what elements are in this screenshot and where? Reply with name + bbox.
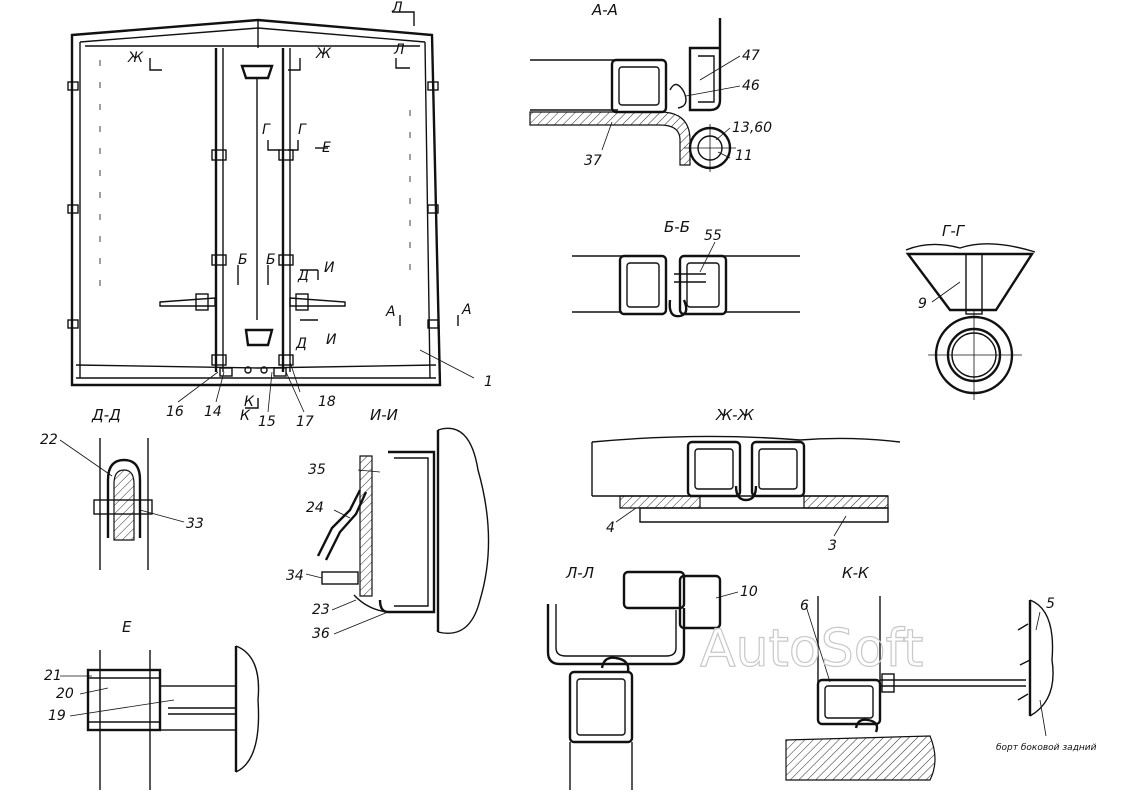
main-view-label: Б	[266, 252, 276, 268]
section-bb-title: Б-Б	[664, 218, 690, 236]
callout-22: 22	[40, 432, 58, 448]
section-ll-title: Л-Л	[565, 564, 594, 582]
main-view-label: А	[461, 302, 472, 318]
callout-23: 23	[312, 602, 330, 618]
callout-9: 9	[918, 296, 927, 312]
callout-6: 6	[800, 598, 809, 614]
callout-10: 10	[740, 584, 758, 600]
main-view-label: 16	[166, 404, 184, 420]
main-view-label: И	[324, 260, 335, 276]
section-bb: Б-Б 55	[572, 218, 800, 318]
section-kk: К-К 6 5 борт боковой задний	[785, 564, 1097, 781]
callout-11: 11	[735, 148, 753, 164]
main-view-label: 1	[484, 374, 493, 390]
callout-34: 34	[286, 568, 304, 584]
side-board-note: борт боковой задний	[996, 743, 1097, 753]
main-view-label: И	[326, 332, 337, 348]
main-view-label: 17	[296, 414, 314, 430]
watermark: AutoSoft	[700, 619, 923, 679]
main-view-label: К	[244, 394, 255, 410]
main-view-label: 18	[318, 394, 336, 410]
callout-33: 33	[186, 516, 204, 532]
callout-36: 36	[312, 626, 330, 642]
main-view-label: Г	[298, 122, 307, 138]
main-view-label: Д	[297, 268, 309, 284]
callout-20: 20	[56, 686, 74, 702]
callout-37: 37	[584, 153, 602, 169]
section-zhzh: Ж-Ж 4 3	[591, 406, 901, 554]
main-view-label: Ж	[315, 46, 332, 62]
callout-47: 47	[742, 48, 760, 64]
section-aa: А-А 47 46 13,60 11 37	[529, 1, 772, 172]
section-aa-title: А-А	[591, 1, 618, 19]
section-e-title: Е	[122, 618, 132, 636]
main-view-label: Л	[391, 0, 403, 16]
callout-19: 19	[48, 708, 66, 724]
main-view-label: Ж	[127, 50, 144, 66]
callout-24: 24	[306, 500, 324, 516]
section-ii-title: И-И	[370, 406, 398, 424]
main-view-label: Д	[295, 336, 307, 352]
main-view-label: Г	[262, 122, 271, 138]
section-kk-title: К-К	[842, 564, 870, 582]
main-view-label: 14	[204, 404, 222, 420]
section-ll: Л-Л 10	[546, 564, 758, 790]
main-view-label: Б	[238, 252, 248, 268]
section-ii: И-И 35 24 34 23 36	[286, 406, 490, 642]
main-view-label: Л	[393, 42, 405, 58]
section-gg-title: Г-Г	[942, 222, 966, 240]
main-view-label: А	[385, 304, 396, 320]
callout-3: 3	[828, 538, 837, 554]
main-view-label: К	[240, 408, 251, 424]
section-zhzh-title: Ж-Ж	[715, 406, 755, 424]
callout-55: 55	[704, 228, 722, 244]
section-dd-title: Д-Д	[91, 406, 121, 424]
callout-13-60: 13,60	[732, 120, 772, 136]
main-view-label: 15	[258, 414, 276, 430]
section-dd: Д-Д 22 33	[40, 406, 204, 570]
callout-35: 35	[308, 462, 326, 478]
section-gg: Г-Г 9	[905, 222, 1036, 400]
callout-21: 21	[44, 668, 62, 684]
callout-46: 46	[742, 78, 760, 94]
callout-4: 4	[606, 520, 615, 536]
callout-5: 5	[1046, 596, 1055, 612]
main-view-label: Е	[322, 140, 331, 156]
section-e: Е 21 20 19	[44, 618, 260, 790]
